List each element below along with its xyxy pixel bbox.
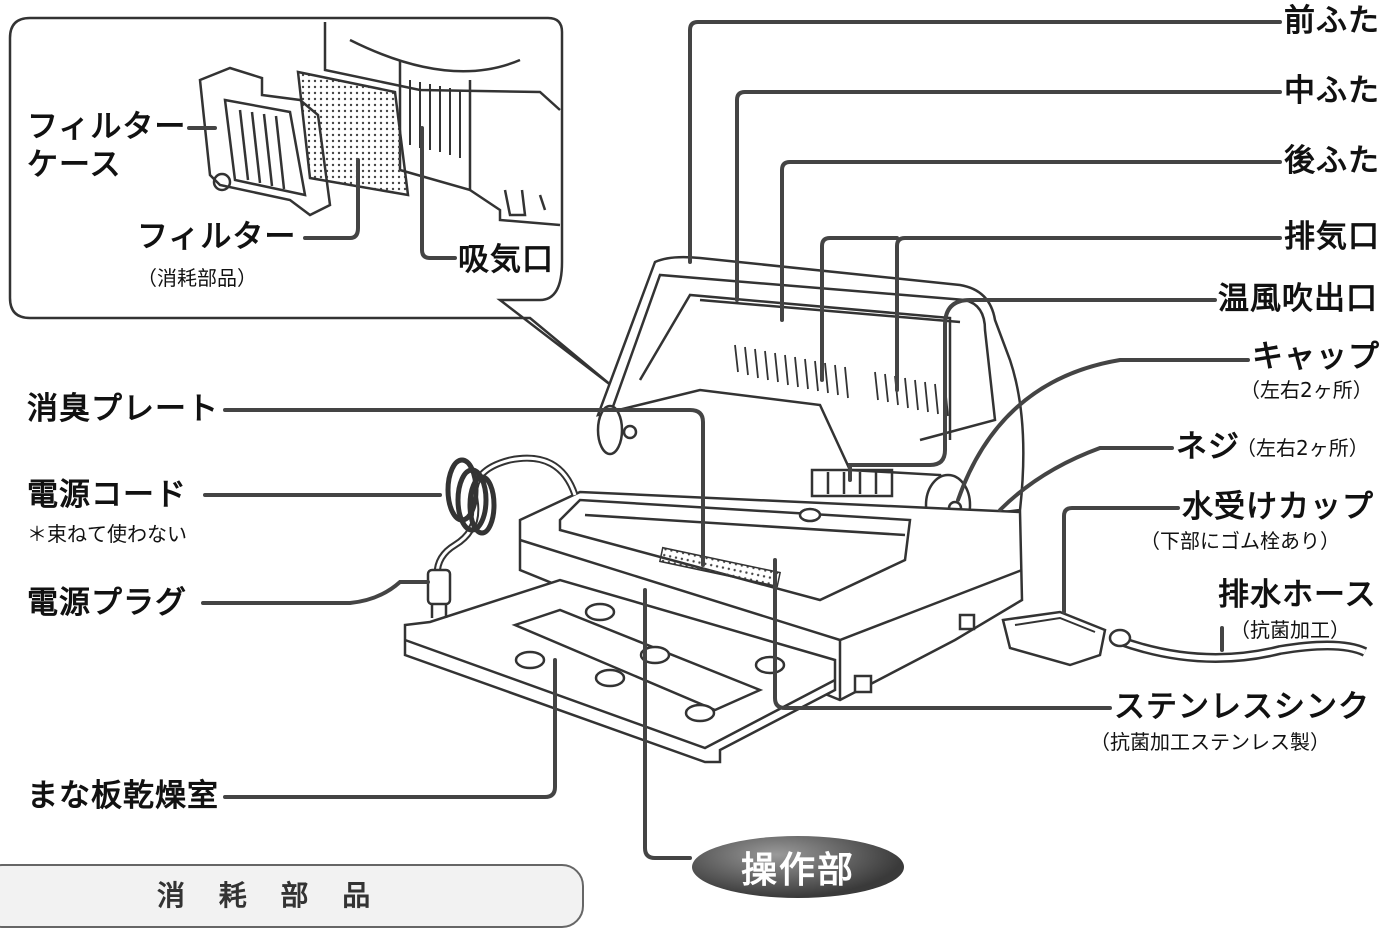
label-filter: フィルター (137, 219, 297, 255)
consumables-panel: 消 耗 部 品 (0, 864, 584, 928)
label-warm-air-outlet: 温風吹出口 (1218, 281, 1378, 317)
leader-lines (187, 20, 1282, 860)
diagram-canvas: フィルター ケース フィルター （消耗部品） 吸気口 前ふた 中ふた 後ふた 排… (0, 3, 1380, 928)
label-power-plug: 電源プラグ (27, 585, 187, 621)
label-front-lid: 前ふた (1284, 3, 1380, 39)
inset-filter (296, 70, 410, 197)
dryer-feet (853, 613, 976, 694)
label-cap: キャップ (1252, 339, 1380, 375)
label-power-cord-note: ＊束ねて使わない (27, 522, 187, 546)
label-cutting-board-room: まな板乾燥室 (27, 778, 219, 814)
label-stainless-sink: ステンレスシンク (1114, 689, 1370, 725)
power-cord-coil (445, 457, 497, 536)
deodorizing-plate (658, 546, 782, 588)
label-power-cord: 電源コード (27, 477, 187, 513)
label-intake: 吸気口 (458, 242, 554, 278)
label-stainless-sink-note: （抗菌加工ステンレス製） (1090, 730, 1330, 754)
water-cup (1001, 610, 1107, 667)
label-cap-note: （左右2ヶ所） (1240, 378, 1373, 402)
label-exhaust: 排気口 (1284, 219, 1380, 255)
inset-intake-slots (409, 80, 461, 158)
label-filter-case-line2: ケース (27, 147, 122, 183)
label-filter-case-line1: フィルター (27, 109, 187, 145)
label-screw: ネジ (1176, 429, 1240, 465)
label-filter-note: （消耗部品） (137, 266, 257, 290)
label-water-cup: 水受けカップ (1182, 489, 1374, 525)
inset-callout-box (8, 16, 613, 387)
control-panel-badge: 操作部 (692, 836, 904, 898)
consumables-heading: 消 耗 部 品 (157, 879, 383, 912)
product-illustration (8, 16, 1368, 860)
label-middle-lid: 中ふた (1284, 73, 1380, 109)
label-drain-hose-note: （抗菌加工） (1230, 618, 1350, 642)
label-screw-note: （左右2ヶ所） (1236, 436, 1369, 460)
label-water-cup-note: （下部にゴム栓あり） (1140, 529, 1340, 553)
power-plug (426, 568, 452, 618)
label-deodorizing-plate: 消臭プレート (27, 391, 219, 427)
inset-filter-case (198, 66, 332, 217)
label-drain-hose: 排水ホース (1218, 577, 1377, 613)
label-rear-lid: 後ふた (1284, 143, 1380, 179)
